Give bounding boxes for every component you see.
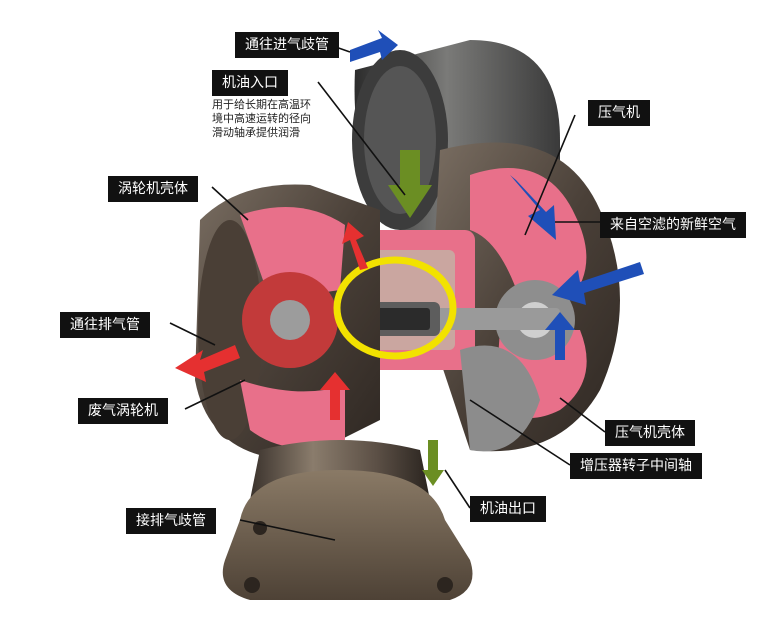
arrow-exhaust-icon bbox=[175, 222, 368, 420]
label-rotor-shaft: 增压器转子中间轴 bbox=[570, 453, 702, 479]
label-turbine: 废气涡轮机 bbox=[78, 398, 168, 424]
arrow-intake-icon bbox=[350, 30, 398, 62]
label-oil-outlet: 机油出口 bbox=[470, 496, 546, 522]
oil-inlet-note-line: 用于给长期在高温环 bbox=[212, 98, 311, 111]
label-to-exhaust: 通往排气管 bbox=[60, 312, 150, 338]
oil-inlet-note-line: 滑动轴承提供润滑 bbox=[212, 126, 300, 139]
label-compressor-housing: 压气机壳体 bbox=[605, 420, 695, 446]
highlight-circle bbox=[333, 256, 457, 360]
arrow-oil-icon bbox=[388, 150, 444, 486]
label-exhaust-manifold: 接排气歧管 bbox=[126, 508, 216, 534]
oil-inlet-note-line: 境中高速运转的径向 bbox=[212, 112, 311, 125]
arrow-fresh-air-icon bbox=[510, 175, 644, 360]
label-fresh-air: 来自空滤的新鲜空气 bbox=[600, 212, 746, 238]
label-compressor: 压气机 bbox=[588, 100, 650, 126]
label-oil-inlet: 机油入口 bbox=[212, 70, 288, 96]
oil-inlet-note: 用于给长期在高温环 境中高速运转的径向 滑动轴承提供润滑 bbox=[212, 98, 322, 140]
exhaust-manifold-pipe bbox=[222, 440, 473, 600]
leader-lines bbox=[169, 44, 606, 541]
label-intake-manifold: 通往进气歧管 bbox=[235, 32, 339, 58]
label-turbine-housing: 涡轮机壳体 bbox=[108, 176, 198, 202]
